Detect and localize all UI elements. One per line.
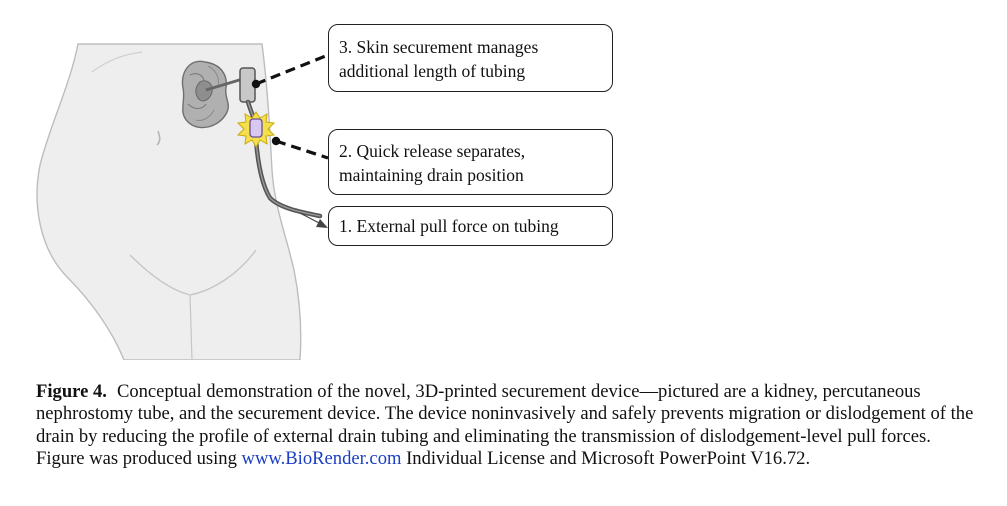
kidney-cortex-2: [195, 109, 215, 121]
callout-text: Skin securement manages: [356, 37, 539, 57]
torso-left-outline: [8, 44, 122, 360]
callout-line: 3. Skin securement manages: [339, 35, 602, 59]
torso-body: [36, 43, 302, 360]
callout-line: 2. Quick release separates,: [339, 139, 602, 163]
callout-line: 1. External pull force on tubing: [339, 214, 602, 238]
inner-thigh-line: [189, 294, 193, 360]
navel: [156, 130, 161, 146]
callout-number: 1.: [339, 216, 353, 236]
callout-text: External pull force on tubing: [356, 216, 559, 236]
pull-arrow-head: [316, 219, 328, 228]
caption-text-end: Individual License and Microsoft PowerPo…: [401, 448, 811, 470]
callout-text: Quick release separates,: [356, 141, 526, 161]
biorender-link[interactable]: www.BioRender.com: [241, 448, 402, 470]
figure-label: Figure 4.: [36, 381, 107, 402]
callout-skin-securement: 3. Skin securement manages additional le…: [328, 24, 613, 92]
kidney-pelvis: [195, 80, 213, 102]
groin-curve: [129, 249, 257, 296]
torso-illustration: [8, 43, 302, 360]
leader-dot-3: [251, 79, 261, 89]
callout-line: maintaining drain position: [339, 163, 602, 187]
kidney-calyx-2: [187, 103, 207, 109]
leader-dot-2: [271, 136, 281, 146]
callout-pull-force: 1. External pull force on tubing: [328, 206, 613, 246]
kidney-illustration: [181, 60, 229, 129]
leader-line-3: [255, 53, 329, 86]
rib-line-left: [91, 51, 143, 73]
kidney-calyx-1: [189, 73, 205, 81]
leader-line-2: [275, 139, 329, 160]
securement-diagram: [8, 43, 329, 360]
callout-line: additional length of tubing: [339, 59, 602, 83]
callout-text: maintaining drain position: [339, 165, 524, 185]
callout-quick-release: 2. Quick release separates, maintaining …: [328, 129, 613, 195]
caption-text: Conceptual demonstration of the novel, 3…: [36, 381, 974, 470]
pull-arrow-line: [299, 212, 322, 225]
callout-number: 2.: [339, 141, 353, 161]
callout-text: additional length of tubing: [339, 61, 526, 81]
quick-release-clip: [249, 118, 263, 138]
callout-number: 3.: [339, 37, 353, 57]
kidney-cortex-1: [207, 65, 219, 87]
figure-caption: Figure 4.Conceptual demonstration of the…: [36, 381, 981, 471]
